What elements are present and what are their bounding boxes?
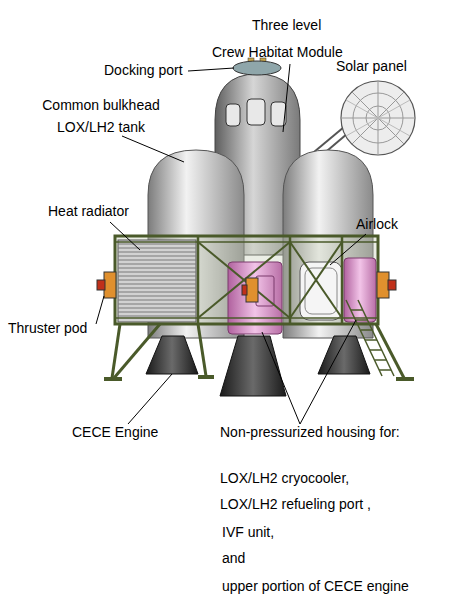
landing-legs: [112, 324, 404, 378]
truss-frame: [115, 236, 378, 324]
airlock-door: [300, 262, 342, 320]
part-label: IVF unit,: [222, 524, 274, 541]
solar-spoke: [346, 100, 410, 136]
truss-brace: [290, 242, 342, 318]
part-label: LOX/LH2 cryocooler,: [220, 470, 349, 487]
part-label: Solar panel: [336, 58, 407, 75]
part-label: Thruster pod: [8, 320, 87, 337]
airlock-frame: [305, 268, 337, 314]
thruster-nozzle: [388, 280, 396, 290]
solar-spoke: [346, 100, 410, 136]
ladder-rungs: [351, 310, 391, 370]
part-label: Common bulkhead LOX/LH2 tank: [37, 94, 165, 138]
part-label: Three level Crew Habitat Module: [212, 12, 350, 66]
truss-brace: [198, 242, 290, 318]
part-label: Airlock: [356, 216, 398, 233]
truss-rail: [115, 241, 378, 243]
habitat-window: [247, 99, 265, 125]
leader-line: [96, 296, 104, 324]
landing-leg: [198, 324, 206, 376]
leader-line: [330, 234, 366, 265]
ladder-rail: [358, 300, 394, 376]
ladder: [346, 300, 394, 376]
equipment-housing: [344, 258, 376, 322]
part-label: upper portion of CECE engine: [222, 578, 409, 595]
truss-brace: [198, 242, 290, 318]
thruster-pod: [104, 272, 116, 298]
thruster-pod: [377, 272, 389, 298]
part-label: and: [222, 550, 245, 567]
leader-line: [300, 320, 356, 424]
truss-brace: [290, 242, 342, 318]
part-label: Non-pressurized housing for:: [220, 424, 400, 441]
thruster-nozzle: [242, 285, 247, 295]
part-label: CECE Engine: [72, 424, 158, 441]
part-label: LOX/LH2 refueling port ,: [220, 496, 371, 513]
truss-rail: [115, 317, 378, 319]
docking-port: [233, 61, 281, 75]
habitat-window: [226, 104, 240, 126]
leader-lines: [96, 64, 366, 424]
solar-disc: [341, 81, 415, 155]
thruster-nozzle: [97, 280, 105, 290]
leg-foot: [198, 375, 214, 379]
leader-line: [262, 332, 300, 424]
leg-foot: [104, 377, 122, 381]
truss-post: [197, 236, 200, 324]
engine-bell: [146, 336, 198, 374]
radiator-panel: [118, 240, 196, 322]
landing-leg: [112, 324, 120, 378]
leg-foot: [396, 377, 414, 381]
leader-line: [188, 68, 234, 71]
radiator-fins: [118, 244, 196, 316]
truss-outline: [115, 236, 378, 324]
truss-post: [289, 236, 292, 324]
leader-line: [128, 374, 172, 424]
leader-line: [283, 64, 290, 132]
thruster-pod: [246, 278, 258, 302]
leader-line: [110, 222, 140, 250]
part-label: Docking port: [104, 62, 183, 79]
leader-line: [122, 136, 184, 162]
truss-post: [341, 236, 344, 324]
solar-panel: [341, 81, 415, 155]
heat-radiator: [118, 240, 196, 322]
part-label: Heat radiator: [48, 203, 129, 220]
landing-leg: [114, 324, 160, 378]
